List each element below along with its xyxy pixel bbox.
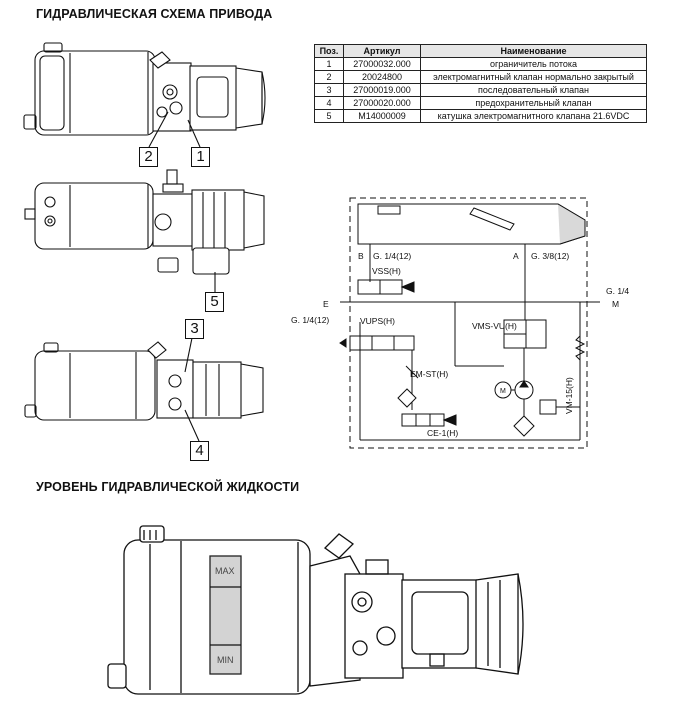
pump-side-view: [24, 169, 265, 292]
cell-position: 5: [314, 109, 344, 123]
fluid-level-heading: УРОВЕНЬ ГИДРАВЛИЧЕСКОЙ ЖИДКОСТИ: [36, 480, 300, 494]
thread-m-label: G. 1/4: [606, 286, 629, 296]
scheme-heading: ГИДРАВЛИЧЕСКАЯ СХЕМА ПРИВОДА: [36, 7, 273, 21]
col-name: Наименование: [420, 44, 647, 58]
table-row: 2 20024800 электромагнитный клапан норма…: [314, 70, 647, 84]
cell-article: M14000009: [343, 109, 421, 123]
fluid-level-drawing: [107, 525, 524, 695]
callout-2: 2: [139, 147, 158, 167]
table-row: 1 27000032.000 ограничитель потока: [314, 57, 647, 71]
thread-e-label: G. 1/4(12): [291, 315, 329, 325]
pump-top-view: [23, 42, 266, 148]
cell-name: катушка электромагнитного клапана 21.6VD…: [420, 109, 647, 123]
vms-label: VMS-VU(H): [472, 321, 517, 331]
ce-label: CE-1(H): [427, 428, 458, 438]
port-m-label: M: [612, 299, 619, 309]
port-b-label: B: [358, 251, 364, 261]
callout-5: 5: [205, 292, 224, 312]
port-e-label: E: [323, 299, 329, 309]
table-row: 5 M14000009 катушка электромагнитного кл…: [314, 109, 647, 123]
callout-3: 3: [185, 319, 204, 339]
level-max-label: MAX: [215, 566, 235, 576]
col-article: Артикул: [343, 44, 421, 58]
thread-a-label: G. 3/8(12): [531, 251, 569, 261]
parts-table-header: Поз. Артикул Наименование: [314, 44, 647, 58]
callout-1: 1: [191, 147, 210, 167]
callout-4: 4: [190, 441, 209, 461]
vm-label: VM-15(H): [564, 377, 574, 414]
pump-front-view: [24, 337, 264, 442]
table-row: 4 27000020.000 предохранительный клапан: [314, 96, 647, 110]
vups-label: VUPS(H): [360, 316, 395, 326]
level-min-label: MIN: [217, 655, 234, 665]
thread-b-label: G. 1/4(12): [373, 251, 411, 261]
vss-label: VSS(H): [372, 266, 401, 276]
hydraulic-schematic: [339, 197, 600, 449]
parts-table: Поз. Артикул Наименование 1 27000032.000…: [314, 44, 647, 123]
motor-symbol-label: M: [500, 388, 506, 395]
emst-label: EM-ST(H): [410, 369, 448, 379]
port-a-label: A: [513, 251, 519, 261]
